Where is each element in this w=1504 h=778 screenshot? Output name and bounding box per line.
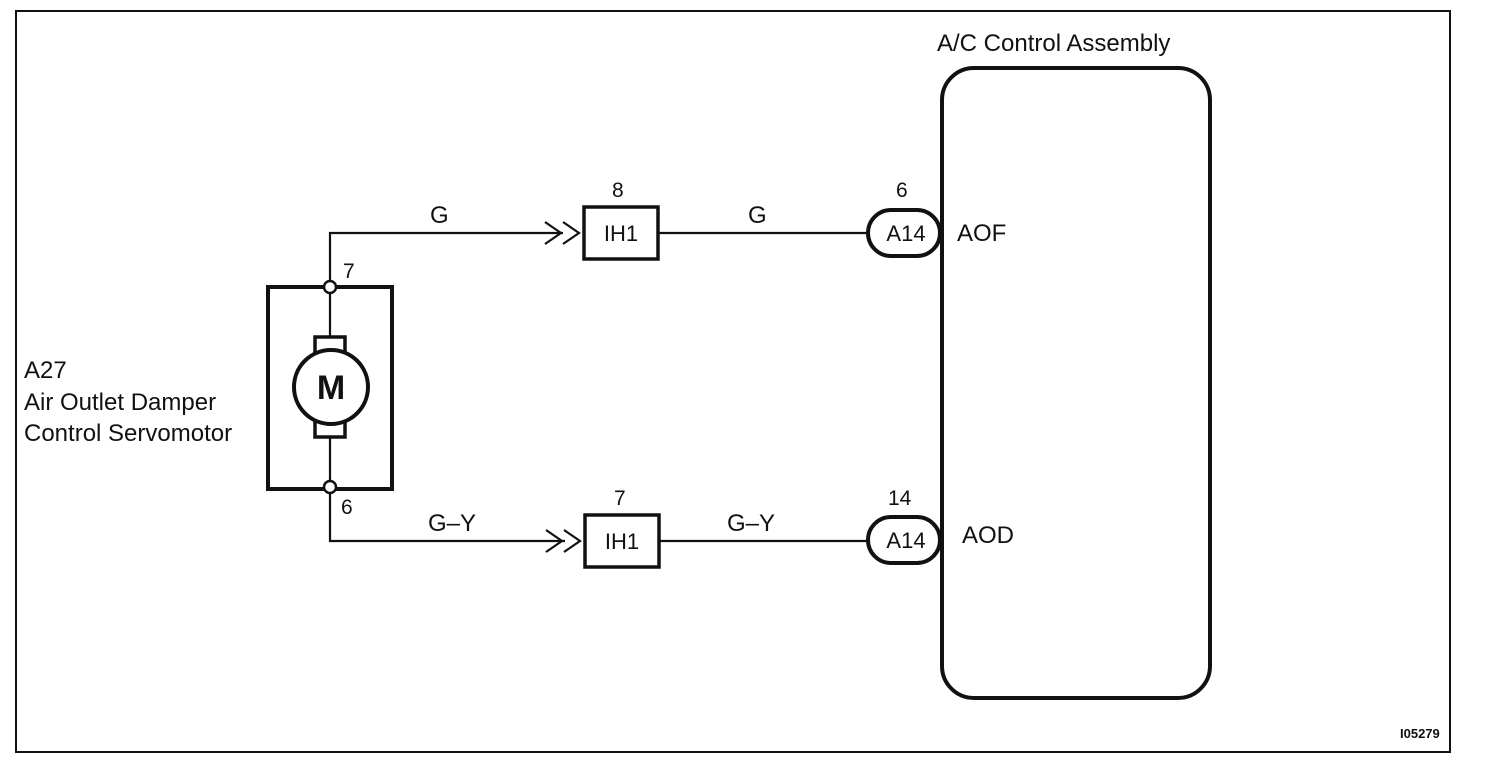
servomotor-pin-top: 7 bbox=[343, 260, 355, 283]
top-ecu-connector-label: A14 bbox=[886, 221, 925, 246]
control-assembly-box bbox=[940, 66, 1212, 700]
motor-icon bbox=[292, 348, 370, 426]
ecu-connector-bottom bbox=[866, 515, 942, 565]
figure-code: I05279 bbox=[1400, 726, 1440, 741]
bottom-ecu-connector-label: A14 bbox=[886, 528, 925, 553]
top-wire-color-right: G bbox=[748, 202, 767, 229]
bottom-wire bbox=[328, 493, 942, 569]
terminal-aof-label: AOF bbox=[957, 220, 1006, 247]
bottom-wire-color-right: G–Y bbox=[727, 510, 775, 537]
bottom-junction-pin: 7 bbox=[614, 487, 626, 510]
servomotor-symbol: M bbox=[266, 279, 394, 495]
servomotor-pin-bottom: 6 bbox=[341, 496, 353, 519]
component-name-line2: Control Servomotor bbox=[24, 420, 232, 447]
pin-6-terminal bbox=[322, 479, 338, 495]
junction-connector-bottom bbox=[583, 513, 661, 569]
top-wire-color-left: G bbox=[430, 202, 449, 229]
diagram-frame bbox=[15, 10, 1451, 753]
terminal-aod-label: AOD bbox=[962, 522, 1014, 549]
component-id: A27 bbox=[24, 357, 67, 384]
ecu-connector-top bbox=[866, 208, 942, 258]
bottom-junction-label: IH1 bbox=[605, 529, 639, 554]
top-junction-label: IH1 bbox=[604, 221, 638, 246]
top-junction-pin: 8 bbox=[612, 179, 624, 202]
bottom-ecu-pin: 14 bbox=[888, 487, 912, 510]
junction-connector-top bbox=[582, 205, 660, 261]
top-wire bbox=[328, 205, 942, 281]
motor-symbol-letter: M bbox=[317, 369, 345, 407]
component-name-line1: Air Outlet Damper bbox=[24, 389, 216, 416]
top-ecu-pin: 6 bbox=[896, 179, 908, 202]
control-assembly-title: A/C Control Assembly bbox=[937, 30, 1170, 57]
pin-7-terminal bbox=[322, 279, 338, 295]
bottom-wire-color-left: G–Y bbox=[428, 510, 476, 537]
